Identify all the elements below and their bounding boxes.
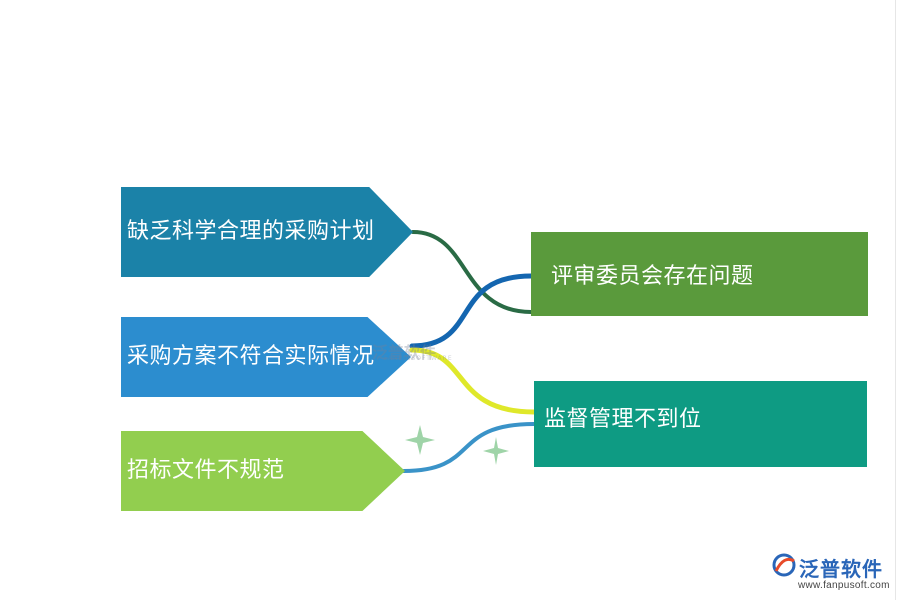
sparkle-icon — [405, 425, 435, 455]
connector-2 — [409, 273, 534, 349]
connector-1 — [411, 230, 533, 314]
connector-3 — [409, 347, 537, 415]
issue-item-2: 监督管理不到位 — [534, 381, 867, 467]
watermark: 泛普软件 FANPU SOFTWARE — [372, 339, 462, 365]
logo-mark-icon — [772, 553, 796, 577]
logo-url: www.fanpusoft.com — [798, 580, 890, 591]
cause-item-1: 缺乏科学合理的采购计划 — [121, 187, 413, 277]
page-border — [895, 0, 896, 600]
watermark-text: 泛普软件 — [372, 343, 437, 362]
connector-4 — [402, 422, 536, 473]
watermark-subtext: FANPU SOFTWARE — [384, 355, 453, 362]
sparkle-icon — [483, 437, 509, 465]
cause-item-3: 招标文件不规范 — [121, 431, 405, 511]
logo-name: 泛普软件 — [799, 557, 883, 581]
brand-logo: 泛普软件 www.fanpusoft.com — [770, 551, 895, 596]
cause-item-2: 采购方案不符合实际情况 — [121, 317, 411, 397]
issue-item-1: 评审委员会存在问题 — [531, 232, 868, 316]
